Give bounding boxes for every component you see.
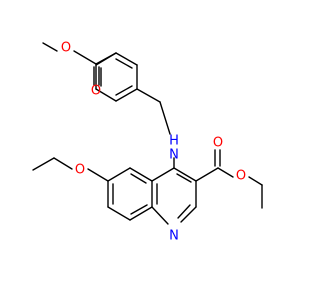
bond-lines [32,42,263,225]
bond-q-inner-b [177,204,191,219]
atom-label-o-ether: O [75,163,85,178]
bond-b2 [107,167,131,182]
bond-b1 [129,167,153,182]
bond-q3 [180,206,197,223]
bond-ring-c [115,88,138,102]
bond-ring-ester-c [195,167,219,182]
atom-label-o-methyl-ester: O [61,41,71,56]
bond-q6 [151,167,175,182]
atom-labels: O O N H O O O N [61,41,246,244]
bond-nh-ring-connection [159,101,171,135]
bond-q1 [173,167,197,182]
bond-ring-f [95,52,117,66]
bond-ether-o-ch2 [53,157,73,170]
bond-q4 [151,206,169,225]
bond-ring-d [95,88,117,102]
bond-ring-nh [136,88,161,103]
bond-q-inner-a [176,173,192,183]
bond-ester-o-ch2 [248,176,263,186]
atom-label-o-ester-ether: O [236,169,246,184]
bond-b-inner-a [130,173,147,184]
atom-label-n-amine: N [169,148,179,163]
atom-label-o-ester-carbonyl: O [213,136,223,151]
bond-ch2-ch3 [32,157,55,171]
bond-o-carbonyl-c [73,50,97,65]
atom-label-h-amine: H [169,134,179,149]
bond-b-inner-c [130,204,148,215]
molecule-structure-diagram: O O N H O O O N [32,40,263,244]
atom-label-n-quinoline: N [169,229,179,244]
bond-b5 [129,206,153,221]
bond-ring-inner-a [115,58,133,69]
bond-ring-ether-o [87,168,109,182]
bond-ring-a [115,52,138,66]
bond-ester-c-o-single [217,167,234,178]
bond-methyl-o [42,42,58,52]
bond-b4 [107,206,131,221]
bond-ring-inner-b [115,85,133,96]
atom-label-o-carbonyl-top: O [91,84,101,99]
